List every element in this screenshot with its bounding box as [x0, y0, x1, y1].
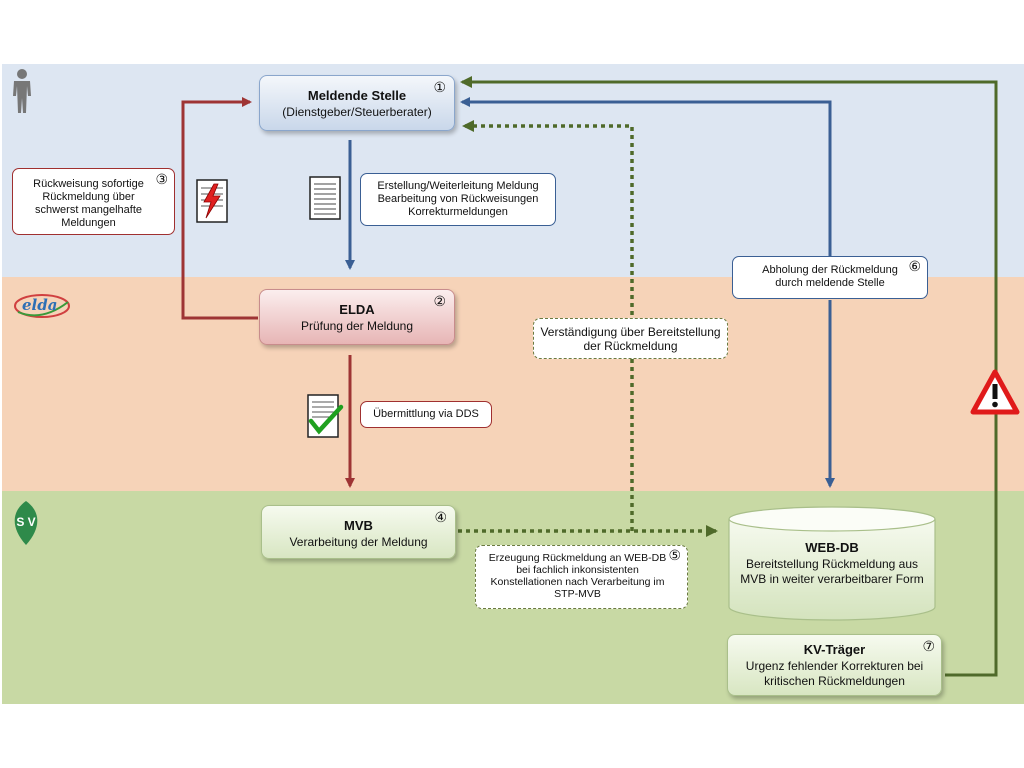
warning-icon [970, 369, 1020, 415]
note-erzeugung: Erzeugung Rückmeldung an WEB-DB bei fach… [475, 545, 688, 609]
elda-num: ② [433, 293, 446, 309]
note-rueckweisung: Rückweisung sofortige Rückmeldung über s… [12, 168, 175, 235]
arrow-abholung-up [460, 97, 832, 280]
document-icon [309, 176, 341, 220]
note-verstaendigung: Verständigung über Bereitstellung der Rü… [533, 318, 728, 359]
webdb-sub: Bereitstellung Rückmeldung aus MVB in we… [740, 557, 924, 586]
verstaendigung-text: Verständigung über Bereitstellung der Rü… [540, 325, 721, 353]
sv-logo-text: S V [16, 515, 36, 529]
checked-document-icon [307, 394, 344, 438]
elda-logo: elda [12, 288, 72, 322]
elda-logo-text: elda [22, 296, 58, 314]
erstellung-text: Erstellung/Weiterleitung Meldung Bearbei… [377, 180, 539, 218]
meldende-title: Meldende Stelle [307, 88, 407, 103]
node-mvb: MVB Verarbeitung der Meldung ④ [261, 505, 456, 559]
kv-num: ⑦ [922, 638, 935, 654]
note-erstellung: Erstellung/Weiterleitung Meldung Bearbei… [360, 173, 556, 226]
node-elda: ELDA Prüfung der Meldung ② [259, 289, 455, 345]
uebermittlung-text: Übermittlung via DDS [373, 408, 479, 420]
error-document-icon [196, 179, 228, 223]
erzeugung-num: ⑤ [668, 547, 681, 563]
webdb-title: WEB-DB [805, 540, 859, 555]
elda-sub: Prüfung der Meldung [300, 319, 414, 333]
meldende-num: ① [433, 79, 446, 95]
person-icon [13, 69, 31, 113]
node-webdb: WEB-DB Bereitstellung Rückmeldung aus MV… [727, 540, 937, 587]
node-meldende-stelle: Meldende Stelle (Dienstgeber/Steuerberat… [259, 75, 455, 131]
rueckweisung-num: ③ [155, 171, 168, 187]
note-uebermittlung: Übermittlung via DDS [360, 401, 492, 428]
node-webdb-cylinder [728, 506, 936, 621]
mvb-sub: Verarbeitung der Meldung [289, 535, 428, 549]
rueckweisung-text: Rückweisung sofortige Rückmeldung über s… [33, 178, 144, 229]
arrow-rueckweisung [181, 97, 258, 320]
erzeugung-text: Erzeugung Rückmeldung an WEB-DB bei fach… [488, 552, 667, 600]
lane-elda [2, 277, 1024, 491]
kv-sub: Urgenz fehlender Korrekturen bei kritisc… [745, 659, 924, 688]
elda-title: ELDA [339, 302, 375, 317]
kv-title: KV-Träger [803, 642, 866, 657]
note-abholung: Abholung der Rückmeldung durch meldende … [732, 256, 928, 299]
abholung-text: Abholung der Rückmeldung durch meldende … [762, 264, 898, 289]
mvb-num: ④ [434, 509, 447, 525]
mvb-title: MVB [344, 518, 373, 533]
abholung-num: ⑥ [908, 258, 921, 274]
sv-logo: S V [8, 500, 44, 546]
meldende-sub: (Dienstgeber/Steuerberater) [282, 105, 432, 119]
node-kv-traeger: KV-Träger Urgenz fehlender Korrekturen b… [727, 634, 942, 696]
